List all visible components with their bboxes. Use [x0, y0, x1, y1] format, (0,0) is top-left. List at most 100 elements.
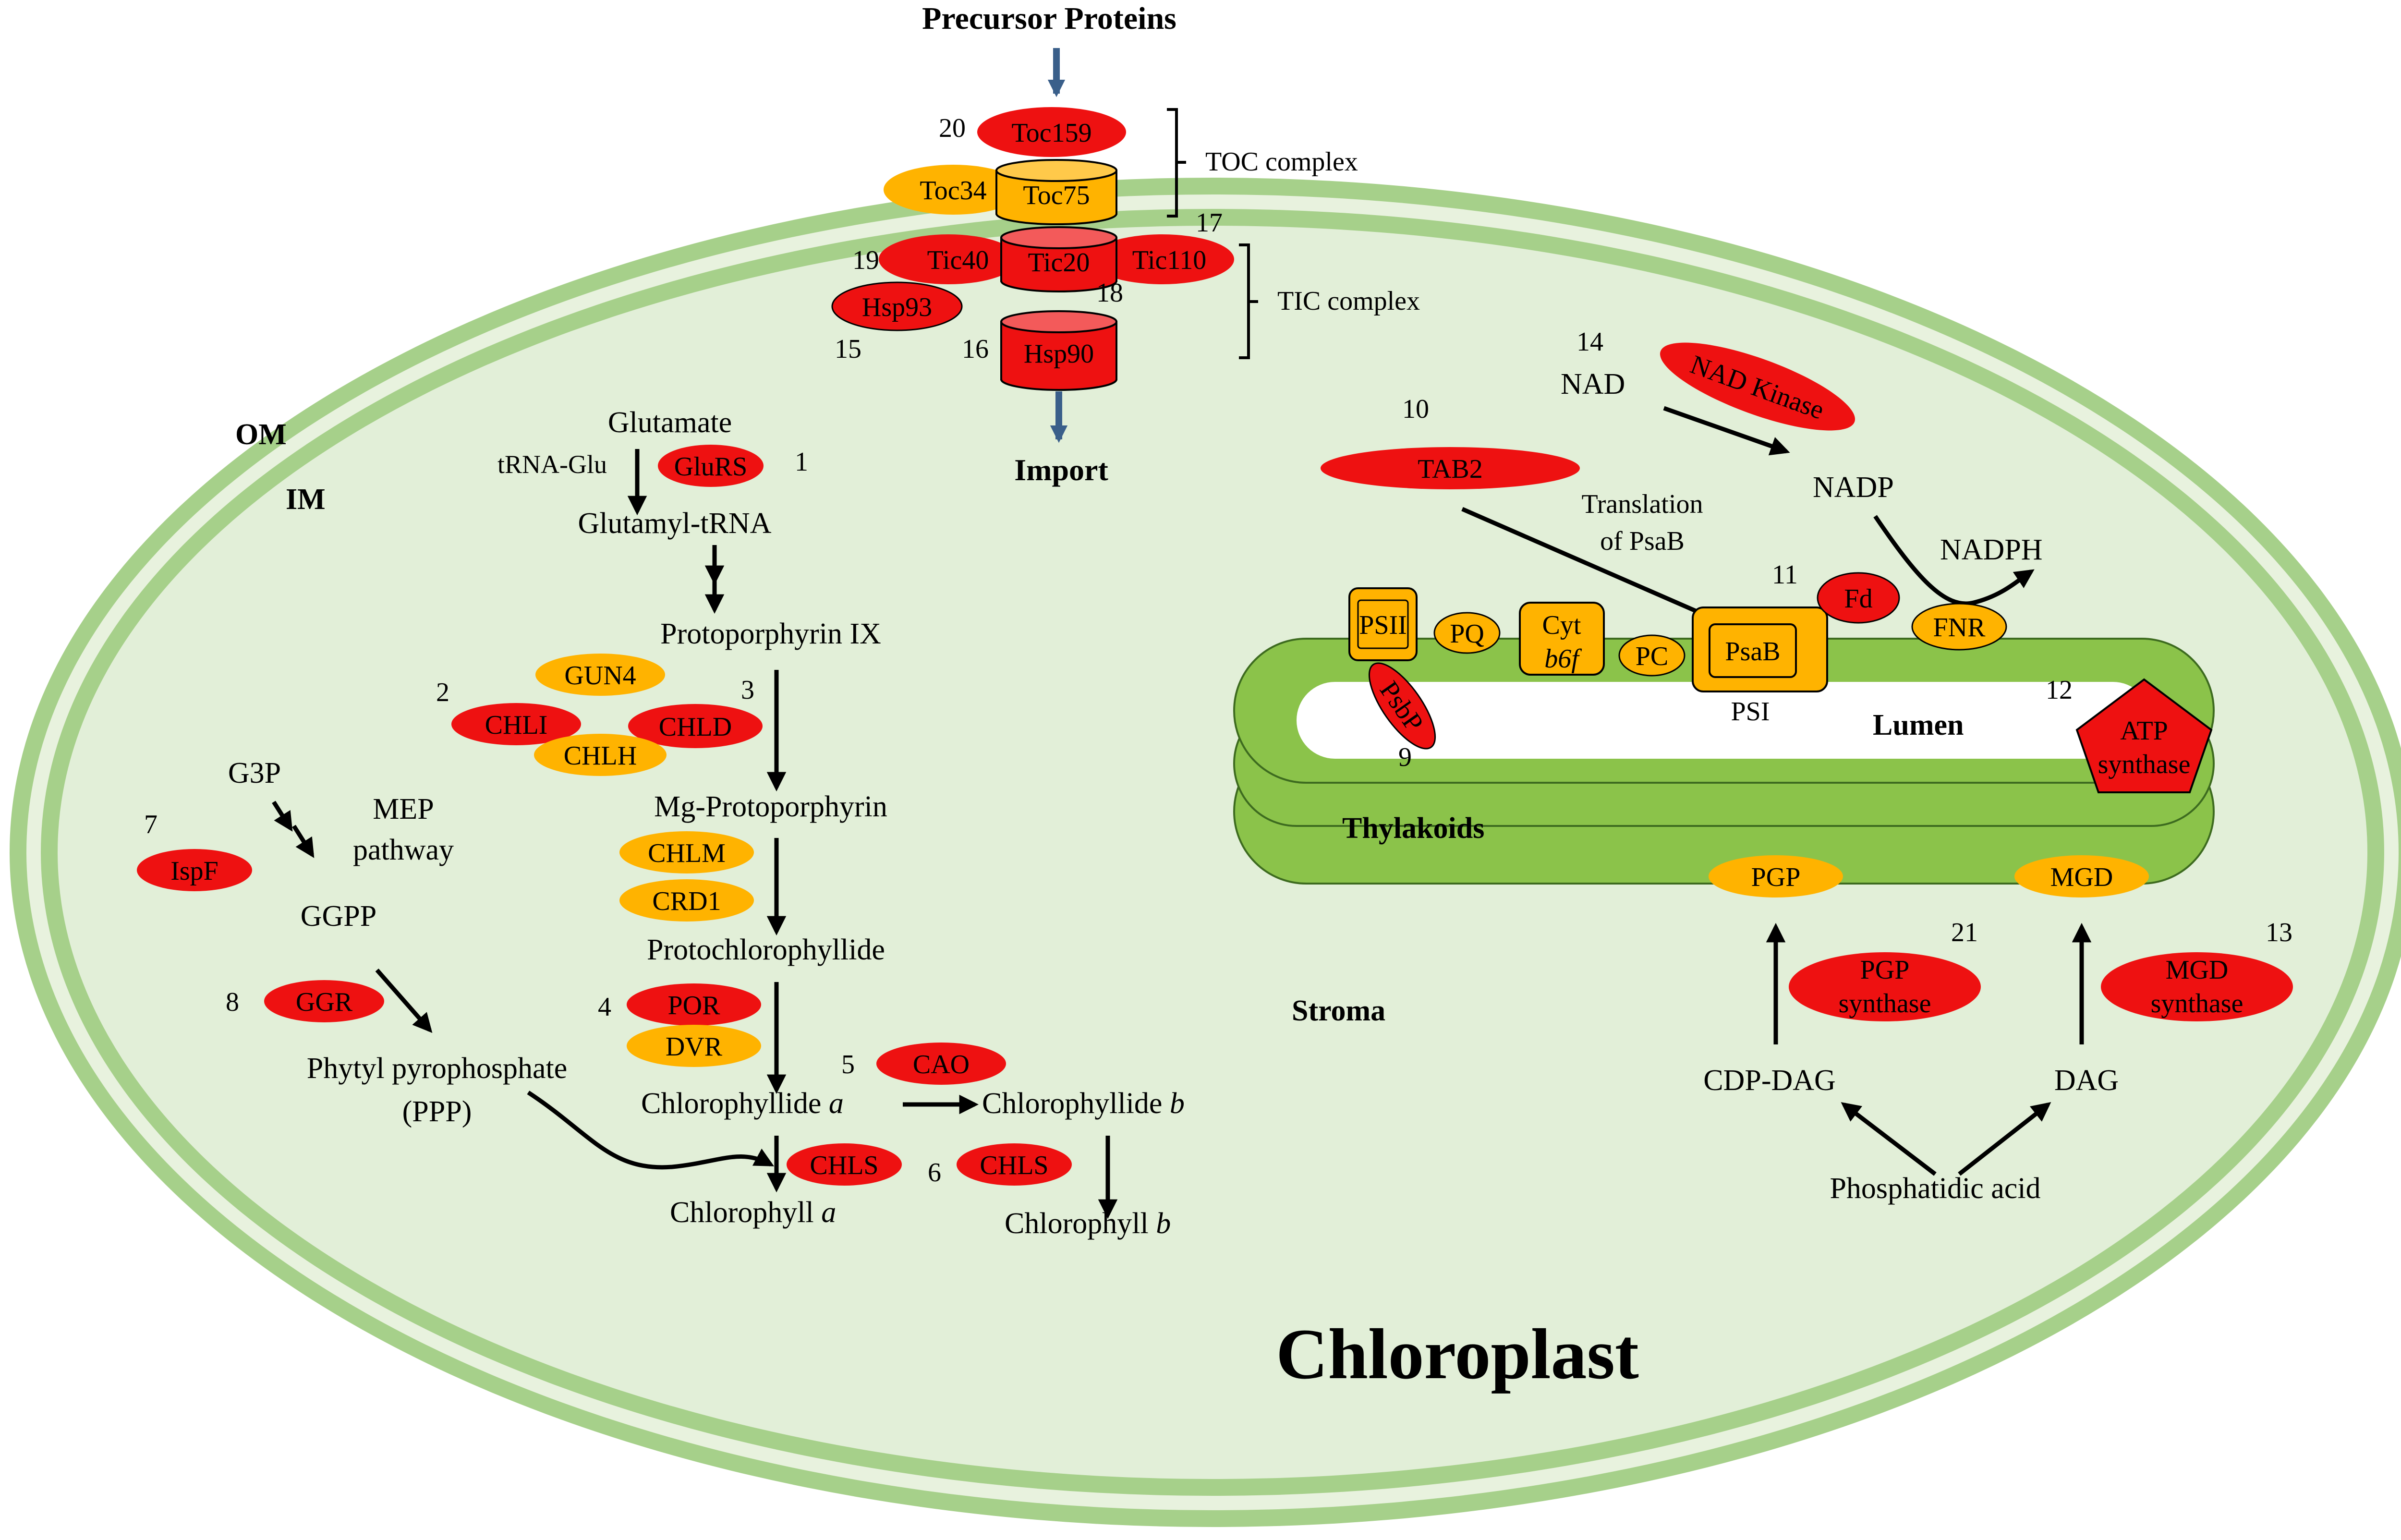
cyt-b6f-complex — [1519, 602, 1605, 676]
psii-complex — [1348, 587, 1418, 661]
cdp-dag-label: CDP-DAG — [1703, 1064, 1836, 1097]
cao-protein — [876, 1043, 1006, 1085]
lumen-label: Lumen — [1873, 709, 1964, 741]
chlm-label: CHLM — [648, 838, 726, 868]
tic-complex-bracket — [1239, 243, 1258, 359]
psi-label: PSI — [1731, 697, 1770, 727]
num-6: 6 — [928, 1158, 941, 1188]
arrow-g3p-1 — [272, 800, 293, 832]
dvr-protein — [627, 1025, 761, 1067]
ispf-label: IspF — [170, 856, 218, 886]
atp-label-1: ATP — [2120, 716, 2168, 746]
tic20-channel — [1000, 226, 1117, 292]
crd1-label: CRD1 — [652, 886, 721, 916]
glutamate-label: Glutamate — [608, 406, 732, 439]
arrow-ppp-to-chl — [527, 1091, 775, 1170]
ispf-protein — [137, 849, 252, 891]
num-15: 15 — [835, 334, 861, 364]
toc75-label: Toc75 — [1023, 181, 1090, 210]
num-21: 21 — [1951, 918, 1978, 947]
arrow-g3p-2 — [292, 825, 315, 858]
arrow-pa-cdp — [1841, 1102, 1937, 1176]
translation-label-1: Translation — [1581, 489, 1703, 519]
num-13: 13 — [2266, 918, 2292, 947]
atp-synthase — [2075, 678, 2213, 793]
num-9: 9 — [1398, 742, 1412, 772]
num-8: 8 — [226, 987, 239, 1017]
hsp90-label: Hsp90 — [1024, 339, 1094, 369]
pgp-synthase-label-2: synthase — [1839, 989, 1931, 1019]
toc-complex-label: TOC complex — [1205, 147, 1358, 177]
mgd-protein — [2014, 855, 2149, 897]
pgp-synthase-protein — [1789, 952, 1981, 1021]
chls-protein-a — [787, 1143, 902, 1186]
tab2-label: TAB2 — [1418, 454, 1483, 484]
pc-molecule — [1618, 634, 1686, 677]
hsp90-channel — [1000, 310, 1117, 391]
num-3: 3 — [741, 675, 754, 705]
cao-label: CAO — [913, 1050, 970, 1079]
toc159-label: Toc159 — [1011, 118, 1091, 148]
hsp93-protein — [831, 281, 963, 331]
por-protein — [627, 983, 761, 1026]
fd-protein — [1817, 572, 1900, 624]
toc34-protein — [884, 165, 1023, 215]
tic40-protein — [879, 234, 1018, 284]
por-label: POR — [668, 991, 721, 1020]
ppp-label-1: Phytyl pyrophosphate — [307, 1052, 567, 1085]
precursor-proteins-label: Precursor Proteins — [922, 1, 1176, 36]
pgp-label: PGP — [1751, 862, 1801, 892]
num-17: 17 — [1196, 208, 1223, 238]
thylakoids-label: Thylakoids — [1342, 812, 1484, 845]
mgd-synthase-protein — [2101, 952, 2293, 1021]
gun4-label: GUN4 — [564, 661, 636, 691]
hsp93-label: Hsp93 — [862, 292, 932, 322]
num-11: 11 — [1772, 560, 1798, 590]
cyt-label: Cyt — [1542, 610, 1581, 640]
mg-protoporphyrin-label: Mg-Protoporphyrin — [654, 790, 887, 823]
num-20: 20 — [939, 113, 966, 143]
chld-protein — [628, 704, 763, 748]
toc159-protein — [977, 107, 1126, 157]
chlorophyll-a-label: Chlorophyll a — [670, 1196, 836, 1229]
psii-label: PSII — [1359, 610, 1407, 640]
arrow-pa-dag — [1958, 1102, 2051, 1176]
pgp-synthase-label-1: PGP — [1860, 955, 1910, 985]
ggpp-label: GGPP — [301, 900, 377, 933]
protochlorophyllide-label: Protochlorophyllide — [647, 934, 885, 966]
mep-label-1: MEP — [373, 793, 434, 825]
stroma-label: Stroma — [1292, 994, 1385, 1027]
pgp-protein — [1709, 855, 1843, 897]
psab-box — [1709, 623, 1797, 678]
num-1: 1 — [795, 447, 808, 477]
num-4: 4 — [598, 992, 611, 1022]
toc34-label: Toc34 — [920, 176, 986, 206]
chlorophyll-b-label: Chlorophyll b — [1005, 1207, 1171, 1240]
translation-label-2: of PsaB — [1600, 526, 1685, 556]
thylakoid-stack — [1233, 638, 2215, 885]
fnr-label: FNR — [1933, 613, 1986, 643]
atp-label-2: synthase — [2098, 750, 2191, 779]
tic110-protein — [1090, 234, 1234, 284]
im-label: IM — [286, 483, 326, 516]
psbp-protein — [1368, 662, 1436, 750]
arrow-tab2 — [1461, 507, 1730, 627]
g3p-label: G3P — [228, 757, 281, 789]
phosphatidic-acid-label: Phosphatidic acid — [1830, 1172, 2040, 1205]
num-12: 12 — [2046, 675, 2073, 705]
tic110-label: Tic110 — [1132, 245, 1207, 275]
num-16: 16 — [962, 334, 989, 364]
chloroplast-title: Chloroplast — [1276, 1314, 1639, 1394]
chls-label-b: CHLS — [980, 1151, 1048, 1180]
glurs-protein — [658, 445, 764, 487]
glutamyl-trna-label: Glutamyl-tRNA — [578, 507, 772, 540]
ggr-label: GGR — [296, 987, 353, 1017]
chlorophyllide-b-label: Chlorophyllide b — [982, 1087, 1185, 1120]
tic-complex-label: TIC complex — [1277, 286, 1420, 316]
ppp-label-2: (PPP) — [402, 1095, 472, 1128]
num-19: 19 — [852, 245, 879, 275]
pc-label: PC — [1636, 642, 1669, 671]
chlh-protein — [534, 734, 667, 776]
